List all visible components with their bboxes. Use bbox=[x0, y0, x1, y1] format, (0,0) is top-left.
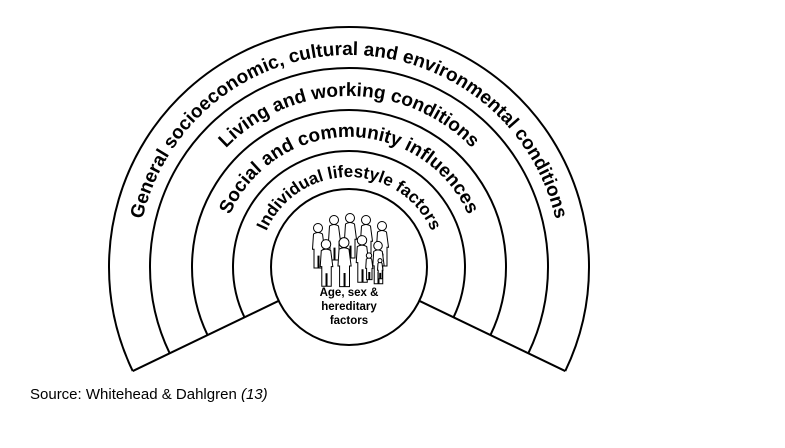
person-figure bbox=[327, 215, 342, 261]
person-figure bbox=[376, 258, 384, 280]
person-figure bbox=[355, 235, 370, 283]
left-base-line bbox=[132, 299, 280, 372]
person-figure bbox=[365, 252, 374, 281]
people-group-icon bbox=[311, 213, 390, 288]
layer-arc-1 bbox=[108, 25, 590, 372]
layer-arc-4 bbox=[232, 150, 466, 318]
layer-arc-3 bbox=[191, 109, 507, 336]
right-base-line bbox=[418, 299, 566, 372]
core-label-3: factors bbox=[330, 315, 368, 327]
core-label-2: hereditary bbox=[321, 301, 377, 313]
layer-arc-2 bbox=[149, 67, 549, 354]
person-figure bbox=[337, 237, 352, 288]
core-label-1: Age, sex & bbox=[320, 287, 379, 299]
person-figure bbox=[319, 239, 334, 287]
source-text: Source: Whitehead & Dahlgren bbox=[30, 386, 237, 403]
source-ref: (13) bbox=[240, 386, 268, 403]
source-caption: Source: Whitehead & Dahlgren (13) bbox=[30, 386, 268, 403]
